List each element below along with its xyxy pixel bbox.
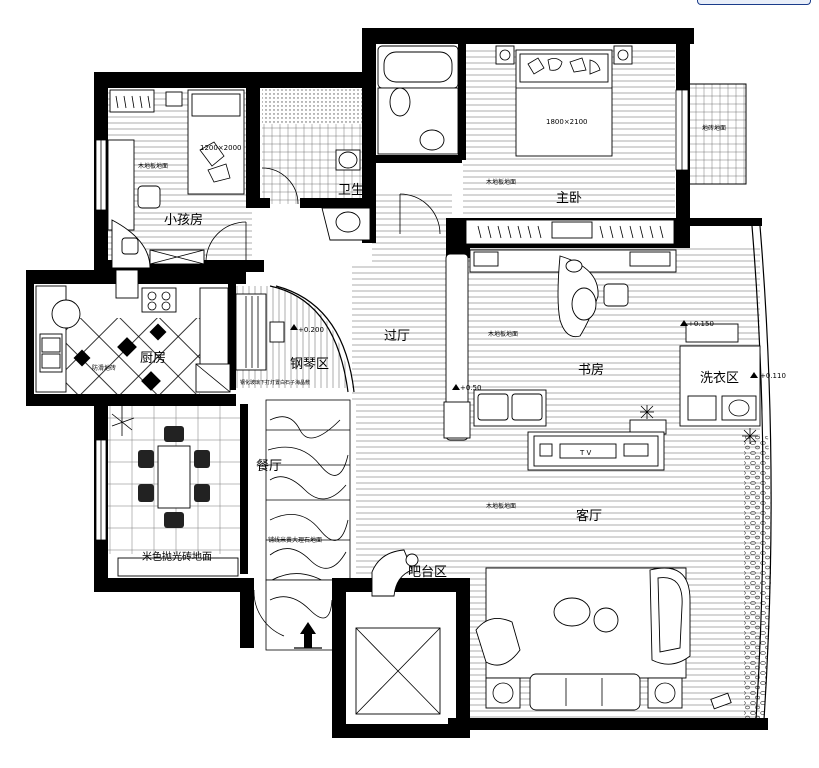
tv-label: T V: [579, 449, 592, 457]
piano-level: +0.200: [298, 326, 324, 334]
master-wardrobe: [465, 219, 675, 245]
balcony-label: 吧台区: [408, 565, 447, 580]
balcony-tile-floor: [685, 83, 747, 185]
toilet-floor: [262, 88, 368, 124]
child-room-label: 小孩房: [164, 212, 203, 228]
level-markers: [290, 320, 758, 390]
kitchen-label: 厨房: [140, 350, 166, 366]
tv-cabinet: [527, 431, 665, 471]
living-room-furniture: [475, 567, 732, 711]
child-room-furniture: [107, 89, 245, 269]
dining-table: [111, 406, 239, 577]
living-room-label: 客厅: [576, 508, 602, 524]
study-floor-note: 木地板地面: [488, 330, 518, 338]
entry-arrow-icon: [294, 622, 322, 649]
kitchen-floor-note: 防滑地砖: [92, 364, 116, 372]
bar-counter: [371, 549, 419, 597]
windows: [95, 89, 772, 721]
laundry-label: 洗衣区: [700, 370, 739, 386]
child-floor-note: 木地板地面: [138, 162, 168, 170]
elevator-shaft: [355, 627, 441, 715]
dining-floor-note: 米色抛光砖地面: [142, 550, 212, 563]
piano: [235, 285, 355, 393]
study-step-level: +0.150: [688, 320, 714, 328]
master-bedroom-label: 主卧: [556, 191, 582, 206]
master-bed: [495, 45, 633, 157]
plant-icon: [742, 428, 758, 444]
balcony-tile-note: 地砖地面: [702, 124, 726, 132]
dining-label: 餐厅: [256, 458, 282, 474]
study-furniture: [443, 249, 761, 441]
living-floor-note: 木地板地面: [486, 502, 516, 510]
study-label: 书房: [578, 362, 604, 378]
door-swings: [205, 167, 441, 637]
child-bed-dimension: 1200×2000: [200, 144, 242, 152]
pebble-strip: [744, 436, 772, 720]
master-floor-note: 木地板地面: [486, 178, 516, 186]
corridor-floor-note: 铺线米黄大理石地面: [268, 536, 322, 544]
laundry-level: +0.110: [760, 372, 786, 380]
piano-floor-note: 钢化玻璃下打灯置白石子海晶敷: [240, 379, 310, 386]
hallway-label: 过厅: [384, 329, 410, 344]
kitchen-furniture: [35, 269, 231, 393]
bathroom-fixtures: [321, 45, 459, 241]
piano-area-label: 钢琴区: [290, 357, 329, 372]
hall-step-level: +0.50: [460, 384, 481, 392]
corner-tab: [697, 0, 811, 5]
walls: [26, 28, 768, 738]
master-bed-dimension: 1800×2100: [546, 118, 588, 126]
marble-corridor: [265, 399, 351, 581]
toilet-label: 卫生间: [338, 183, 377, 198]
